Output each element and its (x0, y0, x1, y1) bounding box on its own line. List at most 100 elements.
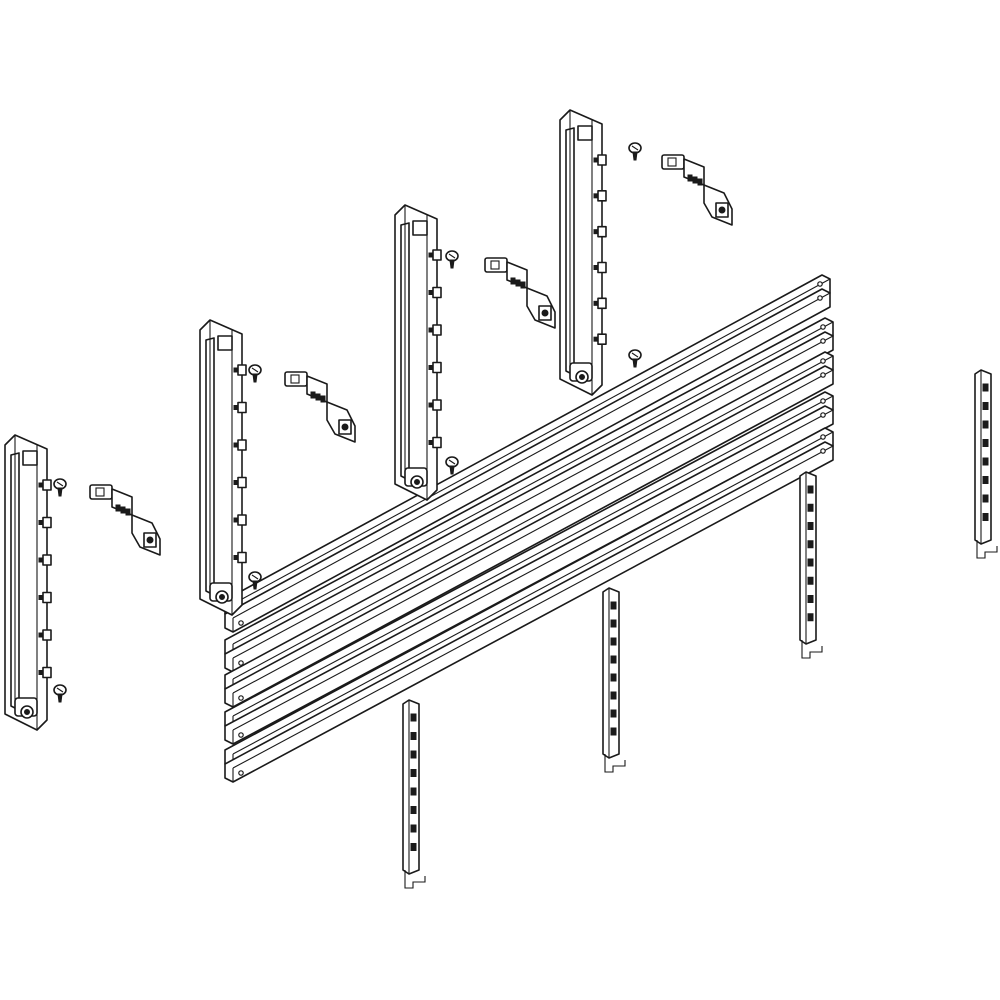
rail-foot-hole (579, 374, 585, 380)
connector-tooth (697, 178, 703, 186)
rail-clip (42, 629, 52, 641)
busbar-edge (232, 355, 834, 680)
rail-top-cap (22, 450, 38, 466)
busbar-edge (232, 321, 834, 645)
rail-clip (597, 261, 607, 274)
busbar-hole (817, 281, 823, 287)
screw (628, 349, 642, 368)
bracket-notch (410, 713, 417, 722)
bracket-notch (410, 824, 417, 833)
rail-clip-slot (428, 440, 434, 445)
screw-thread (449, 259, 455, 269)
rail-clip (597, 333, 607, 345)
busbar-group (224, 274, 834, 783)
connector-tooth (515, 279, 521, 287)
rail-clip (42, 479, 52, 491)
bracket-notch (410, 843, 417, 851)
rail-clip (432, 399, 442, 411)
busbar-hole (238, 732, 244, 738)
bracket-notch (982, 494, 989, 503)
rail-clip-slot (428, 402, 434, 408)
bracket-notch (610, 709, 617, 718)
bracket-notch (807, 595, 814, 603)
bracket-notch (807, 613, 814, 622)
rear-bracket (402, 699, 426, 889)
busbar-strip (224, 365, 834, 708)
connector (284, 371, 356, 443)
busbar-edge (232, 395, 834, 717)
bracket-notch (410, 732, 417, 740)
connector (484, 257, 556, 329)
rail-clip (432, 324, 442, 336)
rear-bracket-group (402, 369, 998, 889)
rail-clip-slot (233, 480, 239, 485)
screw-thread (632, 151, 638, 161)
connector (89, 484, 161, 556)
rail-clip (432, 436, 442, 449)
connector-tooth (692, 176, 698, 184)
connector-terminal-hole (146, 536, 154, 544)
rail-clip-slot (593, 265, 599, 270)
connector-tooth (120, 506, 126, 514)
rail-clip-slot (428, 365, 434, 370)
rail-clip-slot (38, 595, 44, 600)
connector-terminal-hole (341, 423, 349, 431)
connector-tooth (315, 393, 321, 401)
rail-clip-slot (593, 157, 599, 163)
screw (628, 142, 642, 161)
screw (248, 571, 262, 590)
rail-clip (42, 591, 52, 604)
connector-clip-inner (490, 260, 500, 270)
connector-tooth (510, 277, 516, 285)
support-rail (559, 109, 607, 396)
rail-clip-slot (428, 327, 434, 333)
busbar-hole (820, 338, 826, 344)
busbar-edge (232, 369, 834, 694)
rail-clip (237, 401, 247, 414)
rail-clip (237, 439, 247, 451)
bracket-foot (404, 870, 426, 889)
screw-thread (252, 580, 258, 590)
rear-bracket (799, 471, 823, 659)
screw (445, 250, 459, 269)
connector-tooth (310, 391, 316, 399)
bracket-notch (610, 727, 617, 736)
busbar-hole (820, 434, 826, 440)
rail-clip-slot (233, 517, 239, 523)
bracket-notch (982, 476, 989, 484)
screw-group (53, 142, 642, 703)
rail-clip (42, 516, 52, 529)
bracket-notch (982, 513, 989, 521)
bracket-notch (807, 540, 814, 549)
rail-clip (432, 361, 442, 374)
rail-clip-slot (593, 336, 599, 342)
bracket-notch (610, 637, 617, 646)
busbar-hole (820, 448, 826, 454)
rail-top-cap (577, 125, 593, 141)
busbar-edge (232, 335, 834, 659)
rail-clip-slot (428, 252, 434, 258)
rail-clip-slot (593, 193, 599, 199)
screw-slot (251, 574, 259, 580)
rail-top-cap (217, 335, 233, 351)
support-rail (4, 434, 52, 731)
screw-thread (57, 693, 63, 703)
busbar-edge (232, 431, 834, 755)
busbar-hole (238, 660, 244, 666)
bracket-notch (807, 485, 814, 494)
bracket-notch (982, 383, 989, 392)
screw-slot (631, 352, 639, 358)
bracket-notch (982, 402, 989, 410)
rail-clip (597, 190, 607, 202)
screw-slot (56, 481, 64, 487)
connector-tooth (115, 504, 121, 512)
rail-clip (597, 297, 607, 310)
bracket-foot (604, 754, 626, 773)
bracket-notch (807, 522, 814, 530)
rail-clip-slot (38, 557, 44, 563)
connector-terminal-hole (718, 206, 726, 214)
bracket-notch (410, 750, 417, 759)
busbar-edge (232, 409, 834, 731)
